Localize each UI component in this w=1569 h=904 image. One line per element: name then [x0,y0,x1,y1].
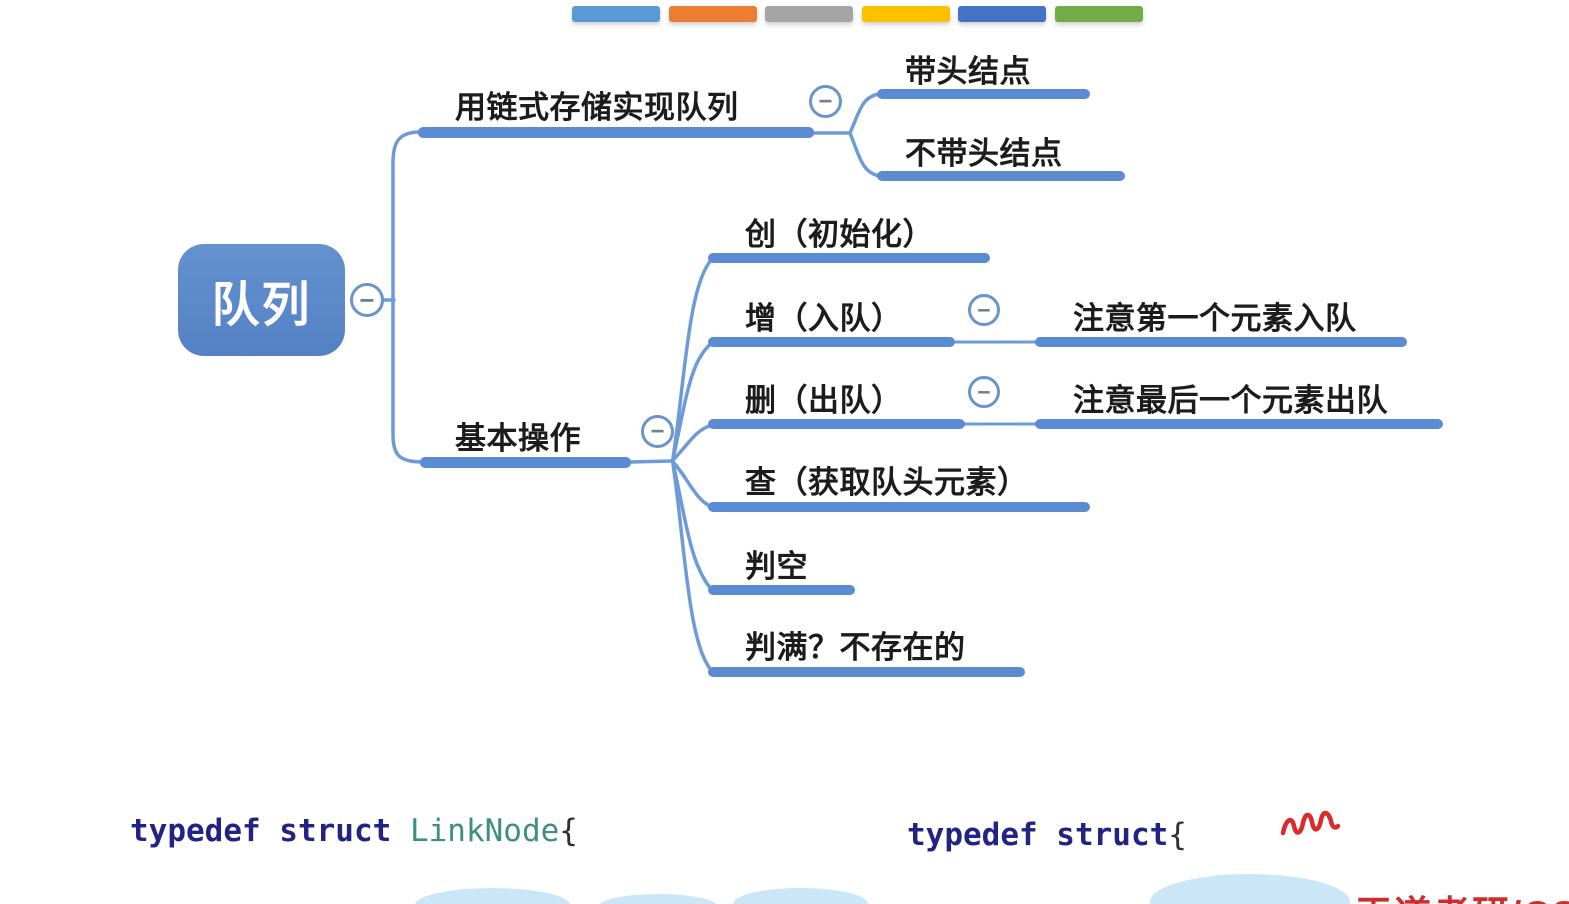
node-bar-linked-storage [418,127,814,138]
collapse-button-root[interactable]: − [350,283,384,317]
code-block-linkqueue: typedef struct{ LinkNode *front,*rear; }… [907,700,1392,904]
node-bar-is-full [708,667,1025,677]
palette-bar-yellow [862,6,950,22]
cloud-decoration [598,894,718,904]
node-bar-create-init [708,253,990,263]
note-bar-last-element-dequeue [1035,419,1443,429]
node-bar-dequeue [708,419,965,429]
note-label-first-element-enqueue[interactable]: 注意第一个元素入队 [1073,301,1357,336]
node-bar-without-head-node [877,171,1125,181]
node-label-linked-storage[interactable]: 用链式存储实现队列 [455,90,739,125]
note-label-last-element-dequeue[interactable]: 注意最后一个元素出队 [1073,383,1388,418]
node-bar-get-front [708,502,1090,512]
node-label-is-empty[interactable]: 判空 [745,549,808,584]
palette-bar-dark-blue [958,6,1046,22]
node-label-create-init[interactable]: 创（初始化） [745,217,934,252]
code-line: typedef struct{ [907,817,1187,853]
node-label-enqueue[interactable]: 增（入队） [745,301,903,336]
node-label-with-head-node[interactable]: 带头结点 [905,54,1031,89]
node-label-is-full[interactable]: 判满？不存在的 [745,630,966,665]
node-bar-with-head-node [877,89,1090,99]
collapse-button-enqueue-note[interactable]: − [968,294,1000,326]
collapse-button-basic-operations[interactable]: − [641,415,674,448]
collapse-button-dequeue-note[interactable]: − [968,376,1000,408]
minus-icon: − [650,417,665,445]
node-bar-is-empty [708,585,855,595]
palette-bar-blue [572,6,660,22]
note-bar-first-element-enqueue [1035,337,1407,347]
cloud-decoration [733,888,868,904]
code-line: typedef struct LinkNode{ [130,813,578,849]
node-bar-basic-operations [420,457,631,468]
node-label-get-front[interactable]: 查（获取队头元素） [745,465,1029,500]
palette-bar-gray [765,6,853,22]
node-label-without-head-node[interactable]: 不带头结点 [905,136,1063,171]
palette-bar-orange [669,6,757,22]
palette-bar-green [1055,6,1143,22]
minus-icon: − [977,296,991,323]
minus-icon: − [977,378,991,405]
cloud-decoration [415,888,570,904]
node-label-basic-operations[interactable]: 基本操作 [455,421,581,456]
code-block-linknode: typedef struct LinkNode{ ElemType data; … [130,696,615,904]
root-node-queue[interactable]: 队列 [178,244,345,356]
watermark-text: 王道考研/CSK [1355,884,1569,904]
node-bar-enqueue [708,337,955,347]
minus-icon: − [818,87,833,115]
minus-icon: − [359,285,375,315]
node-label-dequeue[interactable]: 删（出队） [745,383,903,418]
collapse-button-linked-storage[interactable]: − [809,85,842,118]
